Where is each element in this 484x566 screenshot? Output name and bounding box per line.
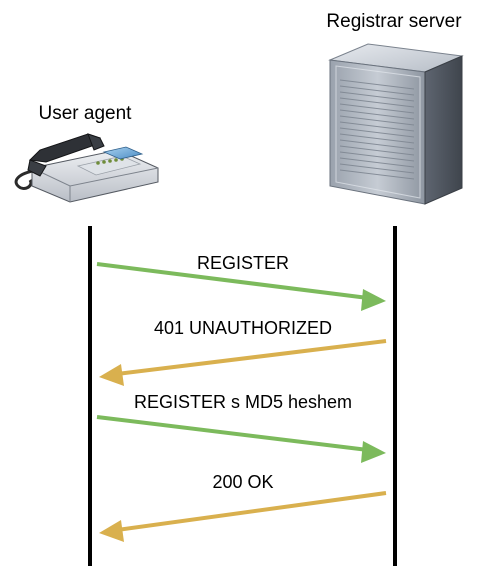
message-arrow-shaft — [96, 262, 369, 300]
message-label: 200 OK — [212, 472, 273, 492]
message-label: REGISTER — [197, 253, 289, 273]
message-register-md5: REGISTER s MD5 heshem — [96, 392, 386, 463]
message-arrowhead — [99, 520, 124, 542]
message-arrowhead — [361, 289, 386, 311]
telephone-icon — [14, 133, 159, 203]
message-label: REGISTER s MD5 heshem — [134, 392, 352, 412]
message-arrow-shaft — [116, 491, 387, 532]
server-actor-label: Registrar server — [326, 11, 462, 32]
message-label: 401 UNAUTHORIZED — [154, 318, 332, 338]
message-arrowhead — [99, 364, 124, 386]
client-actor-label: User agent — [39, 103, 133, 124]
message-arrow-shaft — [96, 415, 369, 452]
message-200-ok: 200 OK — [99, 472, 387, 542]
server-tower-icon — [328, 43, 464, 205]
message-arrowhead — [361, 441, 386, 463]
message-arrow-shaft — [116, 339, 387, 376]
message-register: REGISTER — [96, 253, 386, 311]
message-401-unauthorized: 401 UNAUTHORIZED — [99, 318, 387, 386]
